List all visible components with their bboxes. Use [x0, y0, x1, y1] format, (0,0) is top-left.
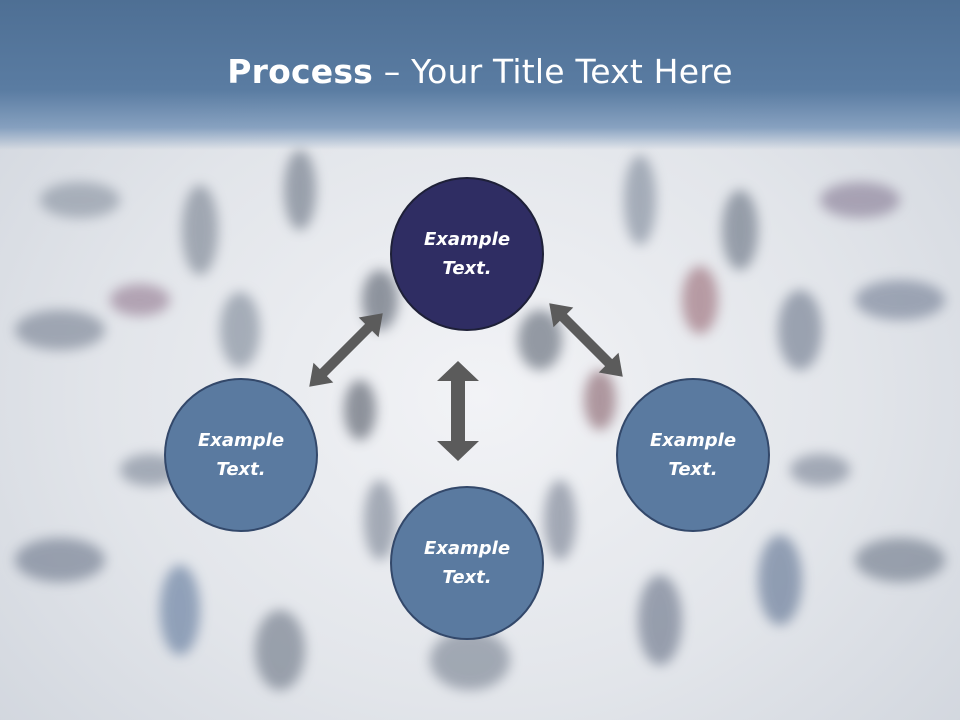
node-left-label: Example Text. [197, 430, 285, 480]
node-top: Example Text. [390, 177, 544, 331]
title-rest: – Your Title Text Here [373, 52, 733, 91]
node-bottom-label: Example Text. [423, 538, 511, 588]
node-top-label: Example Text. [423, 229, 511, 279]
node-left: Example Text. [164, 378, 318, 532]
title-bold: Process [227, 52, 374, 91]
node-right: Example Text. [616, 378, 770, 532]
node-right-label: Example Text. [649, 430, 737, 480]
arrow-top-bottom [437, 361, 479, 461]
arrow-top-left [309, 313, 383, 387]
arrow-top-right [549, 303, 623, 377]
title-banner [0, 0, 960, 150]
slide-title: Process – Your Title Text Here [0, 52, 960, 91]
node-bottom: Example Text. [390, 486, 544, 640]
